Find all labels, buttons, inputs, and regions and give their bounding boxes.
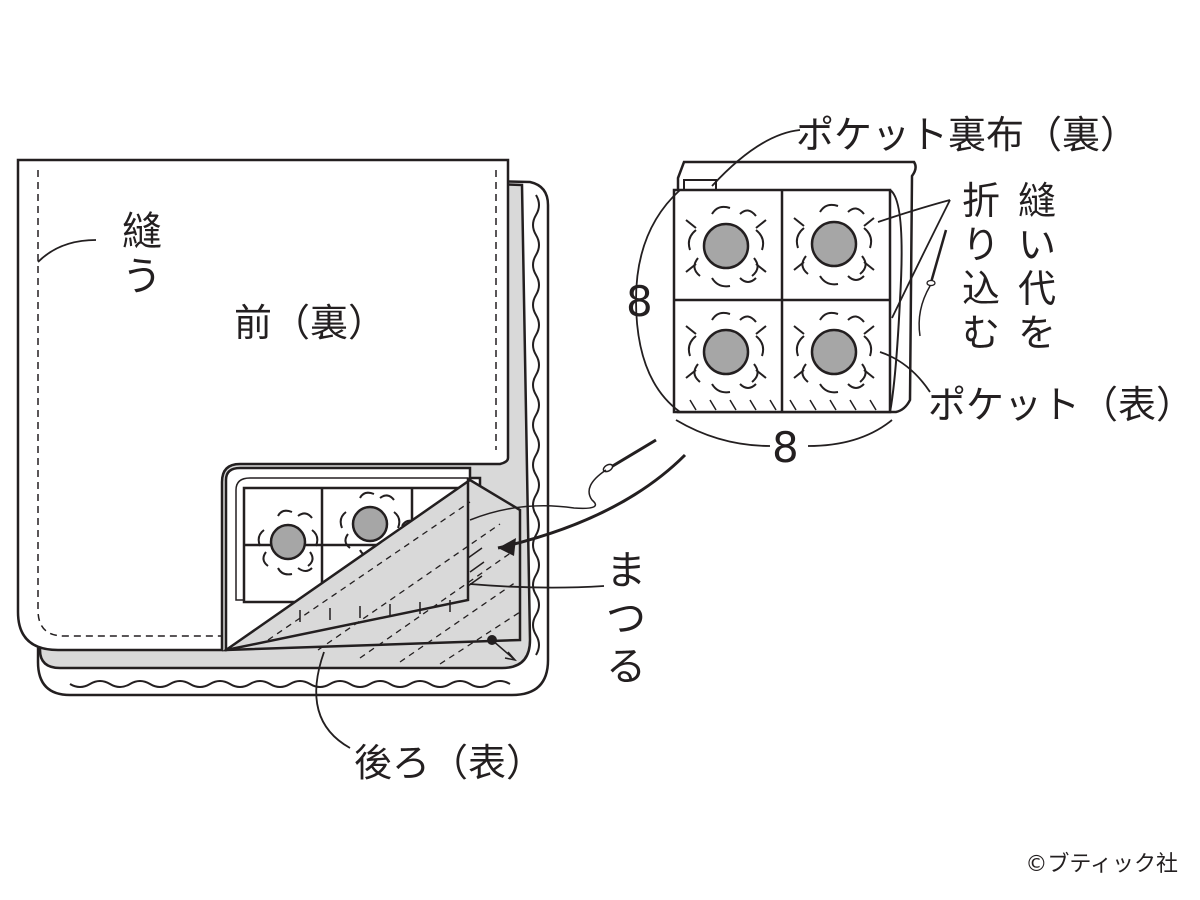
svg-text:を: を [1018,311,1056,355]
label-pocket-lining: ポケット裏布（裏） [796,113,1138,157]
label-dimension-height: 8 [626,277,653,326]
svg-text:縫: 縫 [1018,179,1056,223]
svg-text:む: む [962,311,1000,355]
dimension-lines [635,189,893,447]
arrow-icon [497,453,687,556]
svg-text:ま: ま [606,548,646,594]
svg-text:折: 折 [962,179,1000,223]
svg-text:い: い [1018,223,1056,267]
label-fold-in-seam-allowance: 縫 い 代 を 折 り 込 む [962,179,1056,355]
copyright-text: ©ブティック社 [1025,852,1178,877]
label-front-wrong-side: 前（裏） [234,301,386,345]
label-pocket-right-side: ポケット（表） [928,383,1194,427]
sewing-needle-icon [469,438,657,521]
label-dimension-width: 8 [772,423,799,472]
svg-text:つ: つ [606,596,646,642]
leader-lines [37,129,951,749]
label-sew-char1: 縫 [122,209,162,255]
pocket-on-back [221,466,522,665]
label-back-right-side: 後ろ（表） [354,741,544,785]
pocket-detail [672,160,948,414]
svg-text:込: 込 [962,267,1000,311]
label-blind-stitch: ま つ る [606,548,646,690]
svg-text:代: 代 [1018,267,1056,311]
svg-text:る: る [606,644,646,690]
front-panel [16,158,510,652]
label-sew-char2: う [122,254,162,300]
svg-text:り: り [962,223,1000,267]
